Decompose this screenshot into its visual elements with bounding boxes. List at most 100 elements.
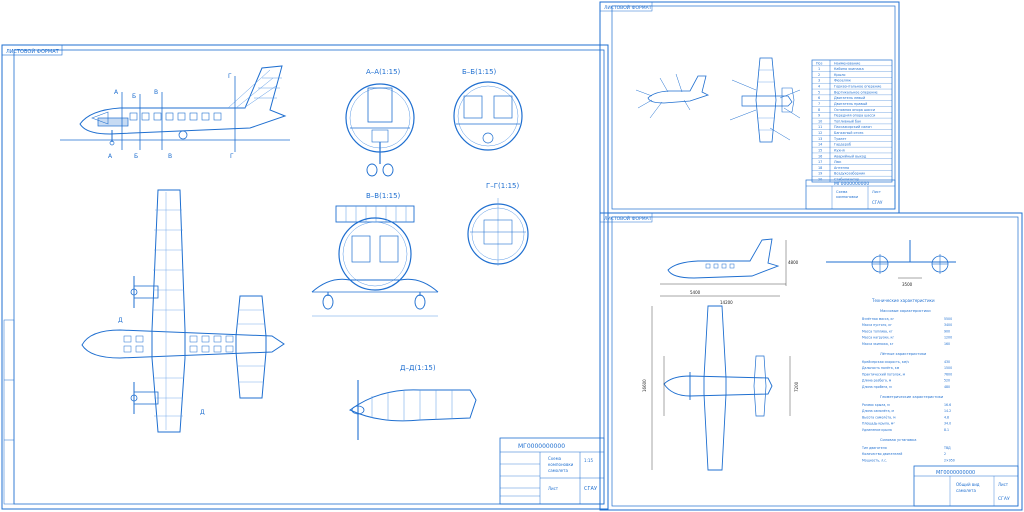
spec-row-value: 160 <box>944 342 950 346</box>
main-scale: 1:15 <box>584 458 593 463</box>
spec-section-heading: Силовая установка <box>880 438 916 442</box>
spec-row-value: 3400 <box>944 323 952 327</box>
spec-row-label: Мощность, л.с. <box>862 458 887 462</box>
section-d-title: Д–Д(1:15) <box>400 364 436 372</box>
spec-row-value: 2×950 <box>944 458 955 462</box>
cut-label-d-upper: Д <box>118 317 123 324</box>
spec-row-value: 1500 <box>944 366 952 370</box>
legend-row-name: Антенна <box>834 166 849 170</box>
legend-row-pos: 18 <box>818 166 822 170</box>
dim-front-track: 3500 <box>902 282 913 287</box>
legend-row-pos: 15 <box>818 148 822 152</box>
legend-row-name: Передняя опора шасси <box>834 114 875 118</box>
spec-row-value: 2 <box>944 452 946 456</box>
legend-row-pos: 1 <box>818 67 820 71</box>
dim-side-1: 5400 <box>690 290 701 295</box>
main-sheet-border <box>1 44 609 510</box>
legend-row-name: Пассажирский салон <box>834 125 872 129</box>
legend-header-name: Наименование <box>834 61 860 65</box>
legend-row-name: Топливный бак <box>833 119 861 123</box>
spec-row-value: 7600 <box>944 372 952 376</box>
section-d-d: Д–Д(1:15) <box>349 364 477 440</box>
br-corner-stamp: ЛИСТОВОЙ ФОРМАТ <box>604 215 652 222</box>
spec-row-label: Длина самолёта, м <box>862 409 895 413</box>
spec-row-label: Крейсерская скорость, км/ч <box>862 360 909 364</box>
cut-label-d-lower: Д <box>200 409 205 416</box>
br-title-block: МГ0000000000 Общий вид самолета СГАУ Лис… <box>913 465 1019 507</box>
legend-row-name: Кухня <box>834 148 845 152</box>
cut-label-g-top: Г <box>228 73 232 80</box>
spec-row-label: Масса экипажа, кг <box>862 342 894 346</box>
spec-row-label: Площадь крыла, м² <box>862 422 895 426</box>
main-side-strip <box>3 319 15 505</box>
tr-sheet-frame <box>611 5 896 210</box>
spec-section-heading: Лётные характеристики <box>880 352 927 356</box>
spec-title: Технические характеристики <box>871 298 935 303</box>
aircraft-top-view: Д Д <box>81 189 285 433</box>
section-b-title: Б–Б(1:15) <box>462 68 497 76</box>
br-doc-code: МГ0000000000 <box>936 470 975 476</box>
legend-row-name: Крыло <box>834 73 845 77</box>
br-name-1: Общий вид <box>956 482 980 487</box>
legend-row-pos: 5 <box>818 90 820 94</box>
spec-row-label: Масса пустого, кг <box>862 323 892 327</box>
cut-label-v-bottom: В <box>168 153 172 160</box>
spec-row-label: Размах крыла, м <box>862 403 890 407</box>
dim-top-tail: 7200 <box>794 381 799 392</box>
tr-title-block: МГ0000000000 Схема компоновки СГАУ Лист <box>805 179 896 210</box>
dim-top-span: 16600 <box>642 379 647 392</box>
spec-row-label: Масса топлива, кг <box>862 329 893 333</box>
br-org: СГАУ <box>998 496 1010 502</box>
legend-row-name: Люк <box>834 160 841 164</box>
legend-row-name: Двигатель левый <box>834 96 865 100</box>
legend-row-pos: 17 <box>818 160 822 164</box>
br-name-2: самолета <box>956 488 976 493</box>
spec-row-value: 34.0 <box>944 422 951 426</box>
tr-aircraft-top <box>729 57 801 143</box>
br-sheet-frame <box>611 216 1019 507</box>
legend-row-pos: 9 <box>818 114 820 118</box>
legend-row-pos: 10 <box>818 119 822 123</box>
legend-row-name: Туалет <box>833 137 846 141</box>
main-corner-stamp-box <box>1 44 63 56</box>
main-corner-stamp: ЛИСТОВОЙ ФОРМАТ <box>6 48 60 55</box>
cut-label-v-top: В <box>154 89 158 96</box>
legend-row-pos: 16 <box>818 154 822 158</box>
spec-section-heading: Массовые характеристики <box>880 309 931 313</box>
legend-row-name: Гардероб <box>834 143 851 147</box>
main-title-block: МГ0000000000 Схема компоновки самолета 1… <box>499 437 605 505</box>
legend-row-pos: 20 <box>818 178 822 182</box>
tr-name-1: Схема <box>836 190 847 194</box>
bottom-right-sheet: ЛИСТОВОЙ ФОРМАТ 5400 14200 4800 <box>599 212 1023 511</box>
spec-row-label: Взлётная масса, кг <box>862 317 894 321</box>
legend-row-name: Горизонтальное оперение <box>834 85 881 89</box>
legend-row-name: Фюзеляж <box>834 79 851 83</box>
legend-header-pos: Поз <box>816 61 823 65</box>
legend-row-name: Воздухозаборник <box>834 172 865 176</box>
legend-row-name: Двигатель правый <box>834 102 867 106</box>
spec-row-value: 16.6 <box>944 403 951 407</box>
spec-row-value: 8.1 <box>944 428 949 432</box>
main-name-1: Схема <box>548 456 562 461</box>
section-a-a: А–А(1:15) <box>345 68 415 177</box>
spec-row-label: Длина пробега, м <box>862 385 892 389</box>
tr-corner-stamp: ЛИСТОВОЙ ФОРМАТ <box>604 4 652 11</box>
br-sheet-border <box>599 212 1023 511</box>
legend-row-pos: 14 <box>818 143 822 147</box>
br-specs: Технические характеристики Массовые хара… <box>861 298 955 462</box>
br-sheet-label: Лист <box>998 482 1009 487</box>
dim-side-height: 4800 <box>788 260 799 265</box>
spec-row-value: 480 <box>944 385 950 389</box>
br-aircraft-top: 16600 7200 <box>642 305 799 471</box>
main-sheet-label: Лист <box>548 486 559 491</box>
legend-row-pos: 4 <box>818 85 820 89</box>
spec-row-label: Практический потолок, м <box>862 372 906 376</box>
section-v-title: В–В(1:15) <box>366 192 401 200</box>
section-v-v: В–В(1:15) <box>311 192 439 317</box>
legend-row-pos: 8 <box>818 108 820 112</box>
legend-row-pos: 7 <box>818 102 820 106</box>
dim-side-length: 14200 <box>720 300 733 305</box>
spec-row-value: ТВД <box>943 446 951 450</box>
main-sheet: ЛИСТОВОЙ ФОРМАТ <box>1 44 609 510</box>
